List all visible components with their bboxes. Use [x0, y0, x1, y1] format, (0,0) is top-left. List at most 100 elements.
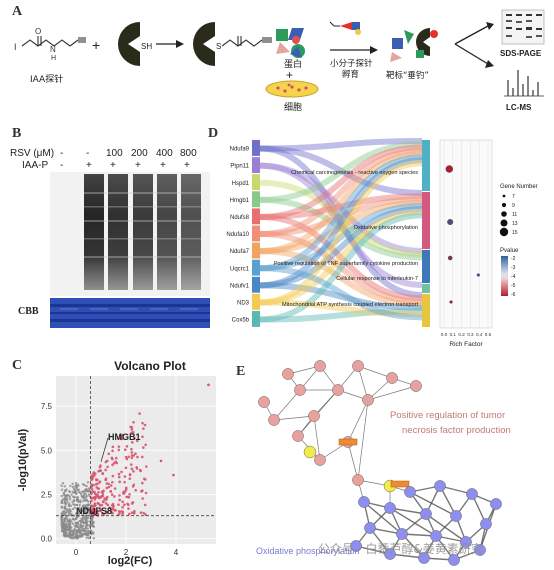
volcano-xlabel: log2(FC): [108, 555, 153, 567]
sankey-gene-label: Ndufa7: [230, 249, 250, 255]
volcano-point-ns: [62, 523, 65, 526]
lc-ms-label: LC-MS: [506, 103, 532, 112]
volcano-point-sig: [101, 472, 105, 476]
volcano-point-ns: [74, 512, 78, 515]
sankey-gene-node: [252, 157, 260, 173]
volcano-point-ns: [66, 500, 69, 503]
volcano-point-ns: [71, 490, 74, 494]
sankey-pathway-node: [422, 294, 430, 327]
volcano-point-ns: [91, 532, 95, 535]
volcano-point-ns: [71, 485, 75, 489]
rsv-value: 800: [180, 148, 197, 159]
network-node-highlight: [338, 438, 358, 446]
volcano-point-sig: [95, 478, 99, 482]
volcano-point-ns: [69, 484, 72, 488]
labeled-protein-pacman-icon: [193, 22, 215, 66]
volcano-point-sig: [144, 491, 148, 495]
volcano-point-sig: [127, 512, 131, 516]
volcano-point-sig: [135, 467, 139, 470]
volcano-annotation-hmgb1: HMGB1: [108, 432, 141, 442]
volcano-point-ns: [82, 521, 86, 525]
volcano-point-sig: [130, 511, 134, 514]
volcano-point-sig: [96, 501, 100, 505]
gene-number-legend-label: 15: [512, 230, 518, 236]
pvalue-legend-label: -3: [511, 265, 516, 271]
volcano-point-sig: [130, 428, 134, 431]
network-node-tnf: [258, 396, 270, 408]
network-node-tnf: [294, 384, 306, 396]
network-edge: [357, 365, 369, 401]
gene-number-legend-title: Gene Number: [500, 184, 538, 190]
volcano-point-sig: [109, 484, 113, 487]
volcano-point-sig: [111, 445, 115, 449]
volcano-point-ns: [85, 484, 88, 488]
volcano-point-ns: [75, 535, 79, 538]
volcano-point-sig: [141, 435, 144, 439]
rich-factor-point: [447, 219, 454, 225]
volcano-point-ns: [60, 518, 64, 522]
volcano-point-ns: [69, 518, 72, 522]
volcano-point-ns: [71, 522, 75, 525]
volcano-point-sig: [90, 485, 93, 488]
volcano-point-ns: [63, 525, 66, 529]
volcano-point-ns: [73, 499, 76, 503]
panel-a-label: A: [12, 4, 23, 19]
sankey-link: [259, 179, 423, 258]
volcano-point-ns: [68, 498, 72, 501]
volcano-point-sig: [138, 468, 142, 472]
target-fishing-icon: [390, 28, 438, 62]
volcano-point-ns: [60, 501, 64, 504]
volcano-point-sig: [129, 463, 133, 466]
network-node-tnf: [352, 474, 364, 486]
rsv-value: 200: [131, 148, 148, 159]
volcano-point-ns: [87, 487, 91, 490]
volcano-point-ns: [68, 533, 72, 536]
volcano-point-ns: [68, 508, 71, 511]
volcano-point-sig: [97, 487, 101, 490]
volcano-point-ns: [64, 507, 67, 510]
volcano-point-ns: [83, 516, 86, 520]
network-node-highlight: [390, 480, 410, 488]
volcano-point-sig: [122, 490, 126, 493]
volcano-point-sig: [126, 495, 130, 499]
volcano-point-ns: [74, 481, 78, 485]
volcano-point-sig: [144, 513, 147, 516]
network-node-oxphos: [350, 540, 362, 552]
volcano-point-sig: [133, 437, 136, 440]
volcano-point-sig: [143, 423, 147, 427]
sankey-pathway-node: [422, 250, 430, 283]
volcano-point-ns: [73, 506, 76, 509]
rich-factor-tick-label: 0.0: [441, 332, 448, 337]
sds-page-gel-icon: [501, 9, 545, 45]
sankey-pathway-label: Cellular response to interleukin-7: [336, 276, 418, 282]
protein-mixture-icon: [276, 28, 306, 58]
volcano-point-sig: [128, 492, 131, 496]
volcano-point-ns: [63, 529, 67, 533]
volcano-point-sig: [109, 489, 112, 493]
sankey-gene-node: [252, 174, 260, 191]
volcano-point-ns: [67, 502, 71, 505]
volcano-point-ns: [85, 533, 88, 536]
sankey-link: [259, 213, 423, 302]
sankey-link: [259, 206, 423, 289]
sankey-gene-label: Ndufa10: [226, 232, 249, 238]
volcano-point-ns: [84, 526, 88, 530]
sankey-gene-label: Cox5b: [232, 318, 250, 324]
volcano-point-sig: [130, 447, 133, 451]
volcano-point-ns: [68, 514, 72, 517]
volcano-point-ns: [92, 521, 95, 524]
volcano-point-ns: [64, 525, 68, 528]
iaa-value: +: [86, 160, 92, 171]
volcano-plot-area: [56, 376, 216, 544]
sankey-link: [259, 141, 423, 203]
volcano-point-ns: [77, 484, 80, 487]
volcano-point-sig: [121, 505, 124, 509]
volcano-point-sig: [117, 475, 121, 479]
network-node-tnf: [314, 360, 326, 372]
volcano-point-sig: [93, 502, 97, 505]
sankey-link: [259, 209, 423, 306]
volcano-point-ns: [63, 519, 67, 523]
network-edge: [363, 501, 403, 535]
volcano-point-sig: [90, 505, 93, 508]
